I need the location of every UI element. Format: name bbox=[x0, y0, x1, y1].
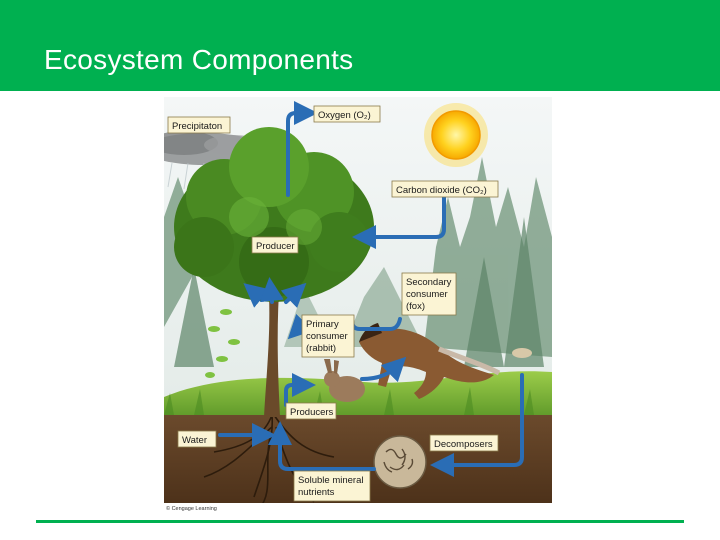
svg-text:Secondary: Secondary bbox=[406, 277, 452, 288]
svg-text:Carbon dioxide (CO₂): Carbon dioxide (CO₂) bbox=[396, 185, 487, 196]
sun bbox=[424, 103, 488, 167]
slide-title: Ecosystem Components bbox=[44, 44, 353, 76]
label-producer: Producer bbox=[252, 237, 298, 253]
decomposers-illustration bbox=[374, 436, 426, 488]
svg-text:Oxygen (O₂): Oxygen (O₂) bbox=[318, 110, 371, 121]
image-credit: © Cengage Learning bbox=[166, 505, 217, 512]
label-carbon-dioxide: Carbon dioxide (CO₂) bbox=[392, 181, 498, 197]
label-decomposers: Decomposers bbox=[430, 435, 498, 451]
label-oxygen: Oxygen (O₂) bbox=[314, 106, 380, 122]
footer-divider bbox=[36, 520, 684, 523]
label-precipitation: Precipitaton bbox=[168, 117, 230, 133]
producer-arrow-mid bbox=[270, 283, 272, 302]
svg-text:Precipitaton: Precipitaton bbox=[172, 121, 222, 132]
svg-text:consumer: consumer bbox=[306, 331, 348, 342]
label-water: Water bbox=[178, 431, 216, 447]
svg-text:Water: Water bbox=[182, 435, 207, 446]
svg-text:(fox): (fox) bbox=[406, 301, 425, 312]
mouse-illustration bbox=[512, 348, 532, 358]
label-soluble-nutrients: Soluble mineral nutrients bbox=[294, 471, 370, 501]
svg-text:Producer: Producer bbox=[256, 241, 295, 252]
ecosystem-diagram: Precipitaton Oxygen (O₂) Carbon dioxide … bbox=[164, 97, 552, 512]
credit-strip bbox=[164, 503, 552, 512]
svg-text:consumer: consumer bbox=[406, 289, 448, 300]
label-producers: Producers bbox=[286, 403, 336, 419]
svg-text:Primary: Primary bbox=[306, 319, 339, 330]
svg-text:Soluble mineral: Soluble mineral bbox=[298, 475, 363, 486]
svg-text:nutrients: nutrients bbox=[298, 487, 335, 498]
svg-text:Decomposers: Decomposers bbox=[434, 439, 493, 450]
label-secondary-consumer: Secondary consumer (fox) bbox=[402, 273, 456, 315]
svg-text:Producers: Producers bbox=[290, 407, 334, 418]
svg-text:(rabbit): (rabbit) bbox=[306, 343, 336, 354]
label-primary-consumer: Primary consumer (rabbit) bbox=[302, 315, 354, 357]
